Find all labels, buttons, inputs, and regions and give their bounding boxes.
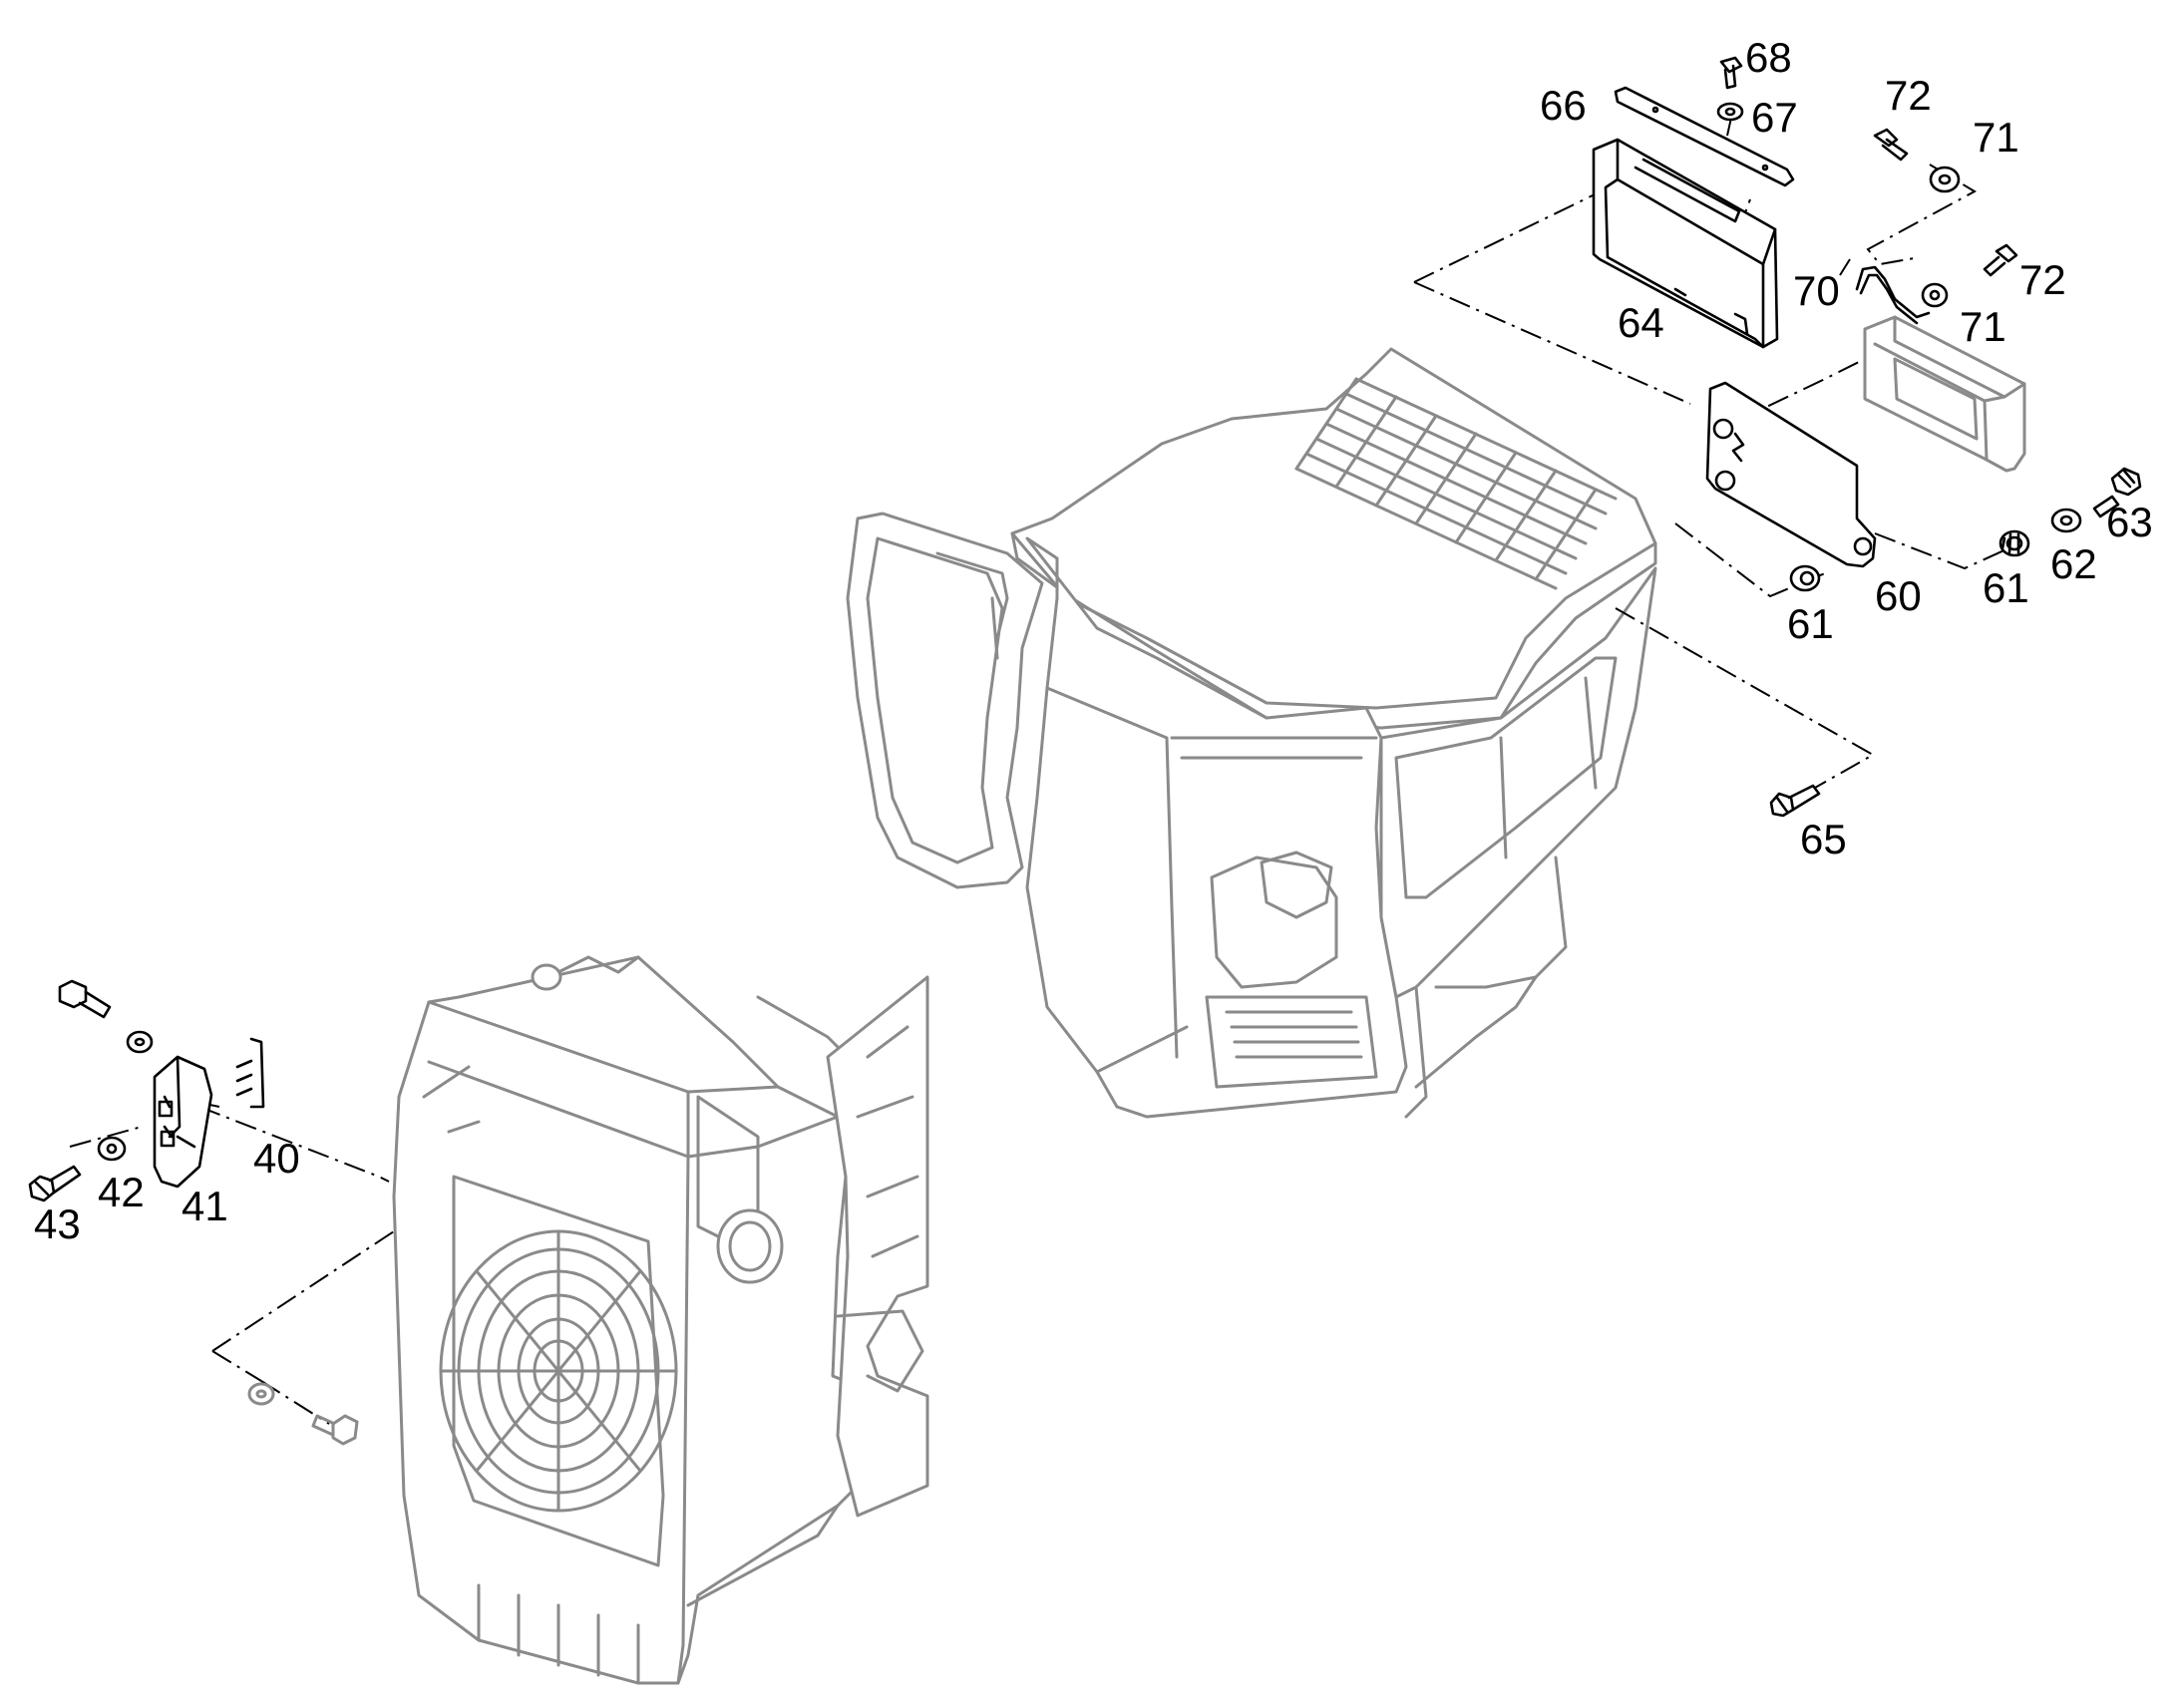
callout-71-top: 71 xyxy=(1973,114,2019,161)
callout-71-mid: 71 xyxy=(1960,303,2006,350)
bolt-upper-left xyxy=(58,979,112,1019)
strap-70 xyxy=(1855,265,1931,325)
callout-68: 68 xyxy=(1745,34,1792,81)
callout-66: 66 xyxy=(1540,82,1587,129)
callout-62: 62 xyxy=(2050,540,2097,587)
cooler-fan-unit-drawing xyxy=(392,955,929,1685)
mounting-plate-60 xyxy=(1705,381,1877,568)
mounting-frame-64 xyxy=(1592,138,1779,349)
washer-upper-left xyxy=(126,1030,154,1054)
callout-72-mid: 72 xyxy=(2019,256,2066,303)
washer-67 xyxy=(1716,102,1744,122)
callout-65: 65 xyxy=(1800,816,1847,862)
washer-71-top xyxy=(1929,166,1961,193)
washer-62 xyxy=(2050,508,2082,533)
operator-cab-drawing xyxy=(846,347,1657,1119)
bolt-72-mid xyxy=(1983,243,2018,277)
callout-70: 70 xyxy=(1793,267,1840,314)
bolt-65 xyxy=(1769,784,1821,818)
bolt-72-top xyxy=(1873,128,1909,162)
callout-43: 43 xyxy=(34,1200,81,1247)
washer-42 xyxy=(97,1136,127,1162)
bolt-63 xyxy=(2092,467,2142,518)
grommet-61-left xyxy=(1789,564,1821,592)
washer-71-mid xyxy=(1921,282,1949,308)
callout-61-left: 61 xyxy=(1787,600,1834,647)
bolt-68 xyxy=(1719,56,1743,90)
callout-42: 42 xyxy=(98,1169,145,1215)
callout-67: 67 xyxy=(1751,94,1798,141)
callout-labels: 68 66 67 72 71 70 72 71 64 63 62 61 60 6… xyxy=(34,34,2153,1247)
roof-vent-grid xyxy=(1294,377,1618,590)
callout-63: 63 xyxy=(2106,499,2153,545)
bracket-66 xyxy=(1614,86,1795,187)
bracket-41 xyxy=(153,1055,213,1189)
callout-40: 40 xyxy=(253,1135,300,1182)
callout-61-right: 61 xyxy=(1983,564,2029,611)
clip-40 xyxy=(235,1037,265,1109)
bolt-lower-left xyxy=(311,1414,359,1446)
callout-41: 41 xyxy=(182,1183,228,1229)
grommet-61-right xyxy=(1998,529,2030,557)
callout-64: 64 xyxy=(1618,299,1664,346)
washer-lower-left xyxy=(247,1382,275,1406)
control-unit-box xyxy=(1863,315,2026,473)
callout-60: 60 xyxy=(1875,572,1922,619)
bolt-43 xyxy=(28,1165,82,1202)
callout-72-top: 72 xyxy=(1885,72,1932,119)
